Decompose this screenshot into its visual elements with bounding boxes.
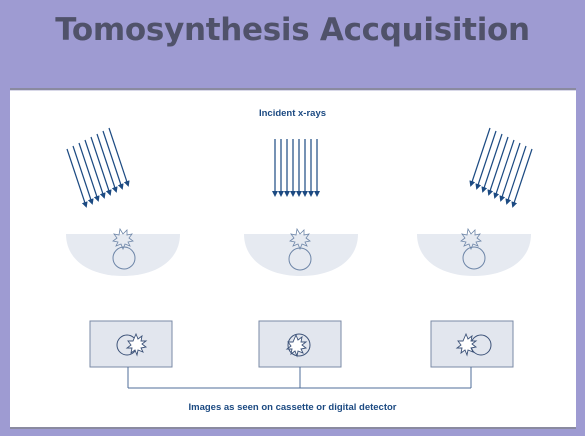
detector-connector <box>127 367 472 389</box>
beam-right-arrows <box>469 127 533 208</box>
breast-right <box>417 227 531 276</box>
diagram-svg <box>66 127 533 389</box>
detector-left <box>89 320 173 368</box>
detector-right <box>430 320 514 368</box>
breast-left <box>66 227 180 276</box>
breast-center <box>244 227 358 276</box>
detector-center <box>258 320 342 368</box>
diagram-figure <box>10 90 576 428</box>
incident-xrays-label: Incident x-rays <box>258 108 327 119</box>
detector-images-label: Images as seen on cassette or digital de… <box>188 402 397 413</box>
figure-top-border <box>10 88 576 90</box>
beam-center-arrows <box>272 139 320 197</box>
slide-title: Tomosynthesis Accquisition <box>55 12 530 48</box>
beam-left-arrows <box>66 127 130 208</box>
figure-bottom-border <box>10 427 576 429</box>
